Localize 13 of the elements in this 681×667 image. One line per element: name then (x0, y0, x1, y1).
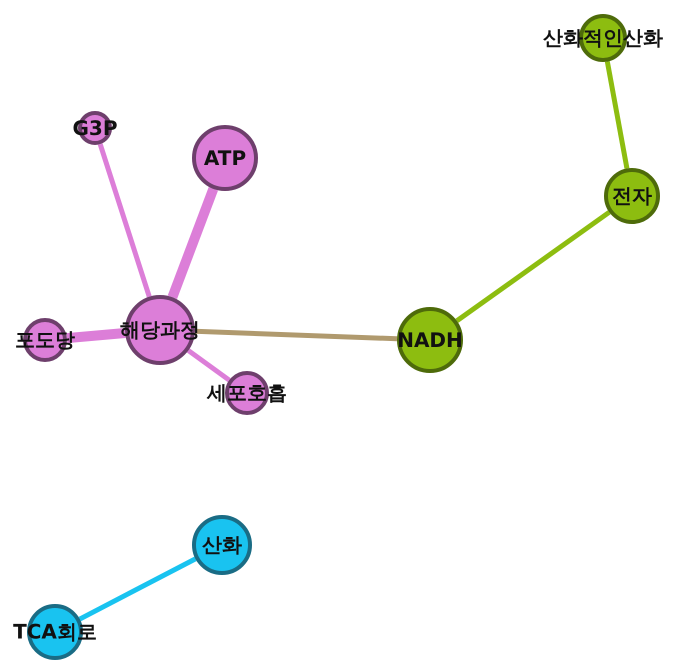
node-label: 산화 (202, 532, 242, 558)
connector-line (186, 348, 231, 382)
connector-line (66, 328, 126, 344)
node-label: NADH (397, 328, 463, 352)
node-label: 전자 (612, 182, 652, 210)
connector-line (98, 143, 152, 298)
connector-line (168, 187, 218, 300)
connector-line (78, 556, 197, 622)
connector-line (604, 61, 630, 169)
node-label: 해당과정 (120, 316, 200, 344)
connector-line (455, 210, 611, 323)
connector-line (194, 328, 398, 342)
node-label: ATP (204, 146, 246, 170)
